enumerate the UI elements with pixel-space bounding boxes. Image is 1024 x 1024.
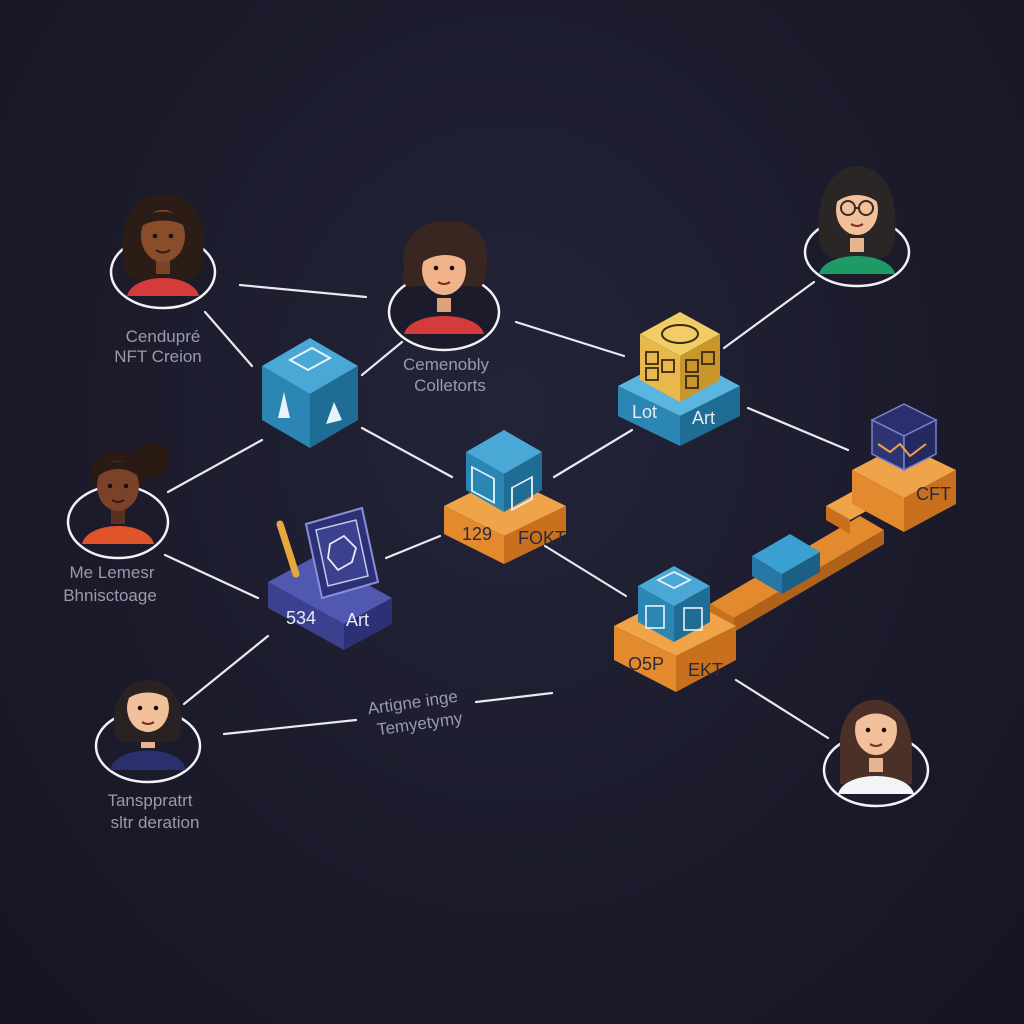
person-label-top-left: Cendupré NFT Creion	[114, 327, 202, 366]
connector-line	[474, 691, 554, 704]
label-line: NFT Creion	[114, 347, 202, 366]
person-bottom-left[interactable]	[94, 679, 202, 784]
connector-line	[203, 310, 254, 368]
label-line: Cemenobly	[403, 355, 489, 374]
block-label: 534	[286, 608, 316, 628]
chess-icon	[278, 392, 290, 418]
block-label: EKT	[688, 660, 723, 680]
pencil-icon	[276, 520, 300, 578]
block-label: Art	[346, 610, 369, 630]
block-label: Art	[692, 408, 715, 428]
connector-line	[384, 534, 442, 560]
block-label: FOKT	[518, 528, 566, 548]
block-label: O5P	[628, 654, 664, 674]
label-line: Colletorts	[414, 376, 486, 395]
person-label-top-center: Cemenobly Colletorts	[403, 355, 489, 395]
gem-icon	[327, 534, 358, 572]
connector-line	[543, 544, 628, 598]
block-bottom[interactable]: O5P EKT	[614, 566, 736, 692]
person-top-center[interactable]	[387, 221, 501, 352]
block-left-cube[interactable]	[262, 338, 358, 448]
connector-line	[163, 553, 260, 600]
connector-line	[746, 406, 850, 452]
document-icon	[645, 605, 703, 631]
connector-line	[182, 634, 270, 706]
block-art-tablet[interactable]: 534 Art	[268, 506, 392, 650]
connector-line	[360, 426, 454, 479]
connector-line	[238, 283, 368, 299]
boat-icon	[326, 402, 342, 424]
block-label: CFT	[916, 484, 951, 504]
connector-line	[222, 718, 358, 736]
person-mid-left[interactable]	[66, 442, 170, 560]
person-label-bottom-left: Tansppratrt sltr deration	[107, 791, 199, 832]
block-label: Lot	[632, 402, 657, 422]
block-right[interactable]: CFT	[852, 403, 956, 532]
person-top-right[interactable]	[803, 166, 911, 288]
label-line: Cendupré	[126, 327, 201, 346]
person-label-mid-left: Me Lemesr Bhnisctoage	[63, 563, 157, 605]
floating-caption: Artigne inge Temyetymy	[366, 687, 464, 739]
connector-line	[722, 280, 816, 350]
connector-lines	[163, 280, 850, 740]
connector-line	[734, 678, 830, 740]
block-label: 129	[462, 524, 492, 544]
label-line: Me Lemesr	[69, 563, 154, 582]
connector-line	[360, 340, 404, 377]
label-line: Bhnisctoage	[63, 586, 157, 605]
person-bottom-right[interactable]	[822, 699, 930, 808]
label-line: Tansppratrt	[107, 791, 192, 810]
label-line: sltr deration	[111, 813, 200, 832]
conveyor-track[interactable]	[710, 484, 890, 632]
block-center[interactable]: 129 FOKT	[444, 430, 566, 564]
network-icon	[877, 442, 927, 458]
connector-line	[552, 428, 634, 479]
grid-icon	[645, 351, 715, 389]
connector-line	[166, 438, 264, 494]
connector-line	[514, 320, 626, 358]
person-top-left[interactable]	[109, 194, 217, 310]
block-lot-art[interactable]: Lot Art	[618, 312, 740, 446]
